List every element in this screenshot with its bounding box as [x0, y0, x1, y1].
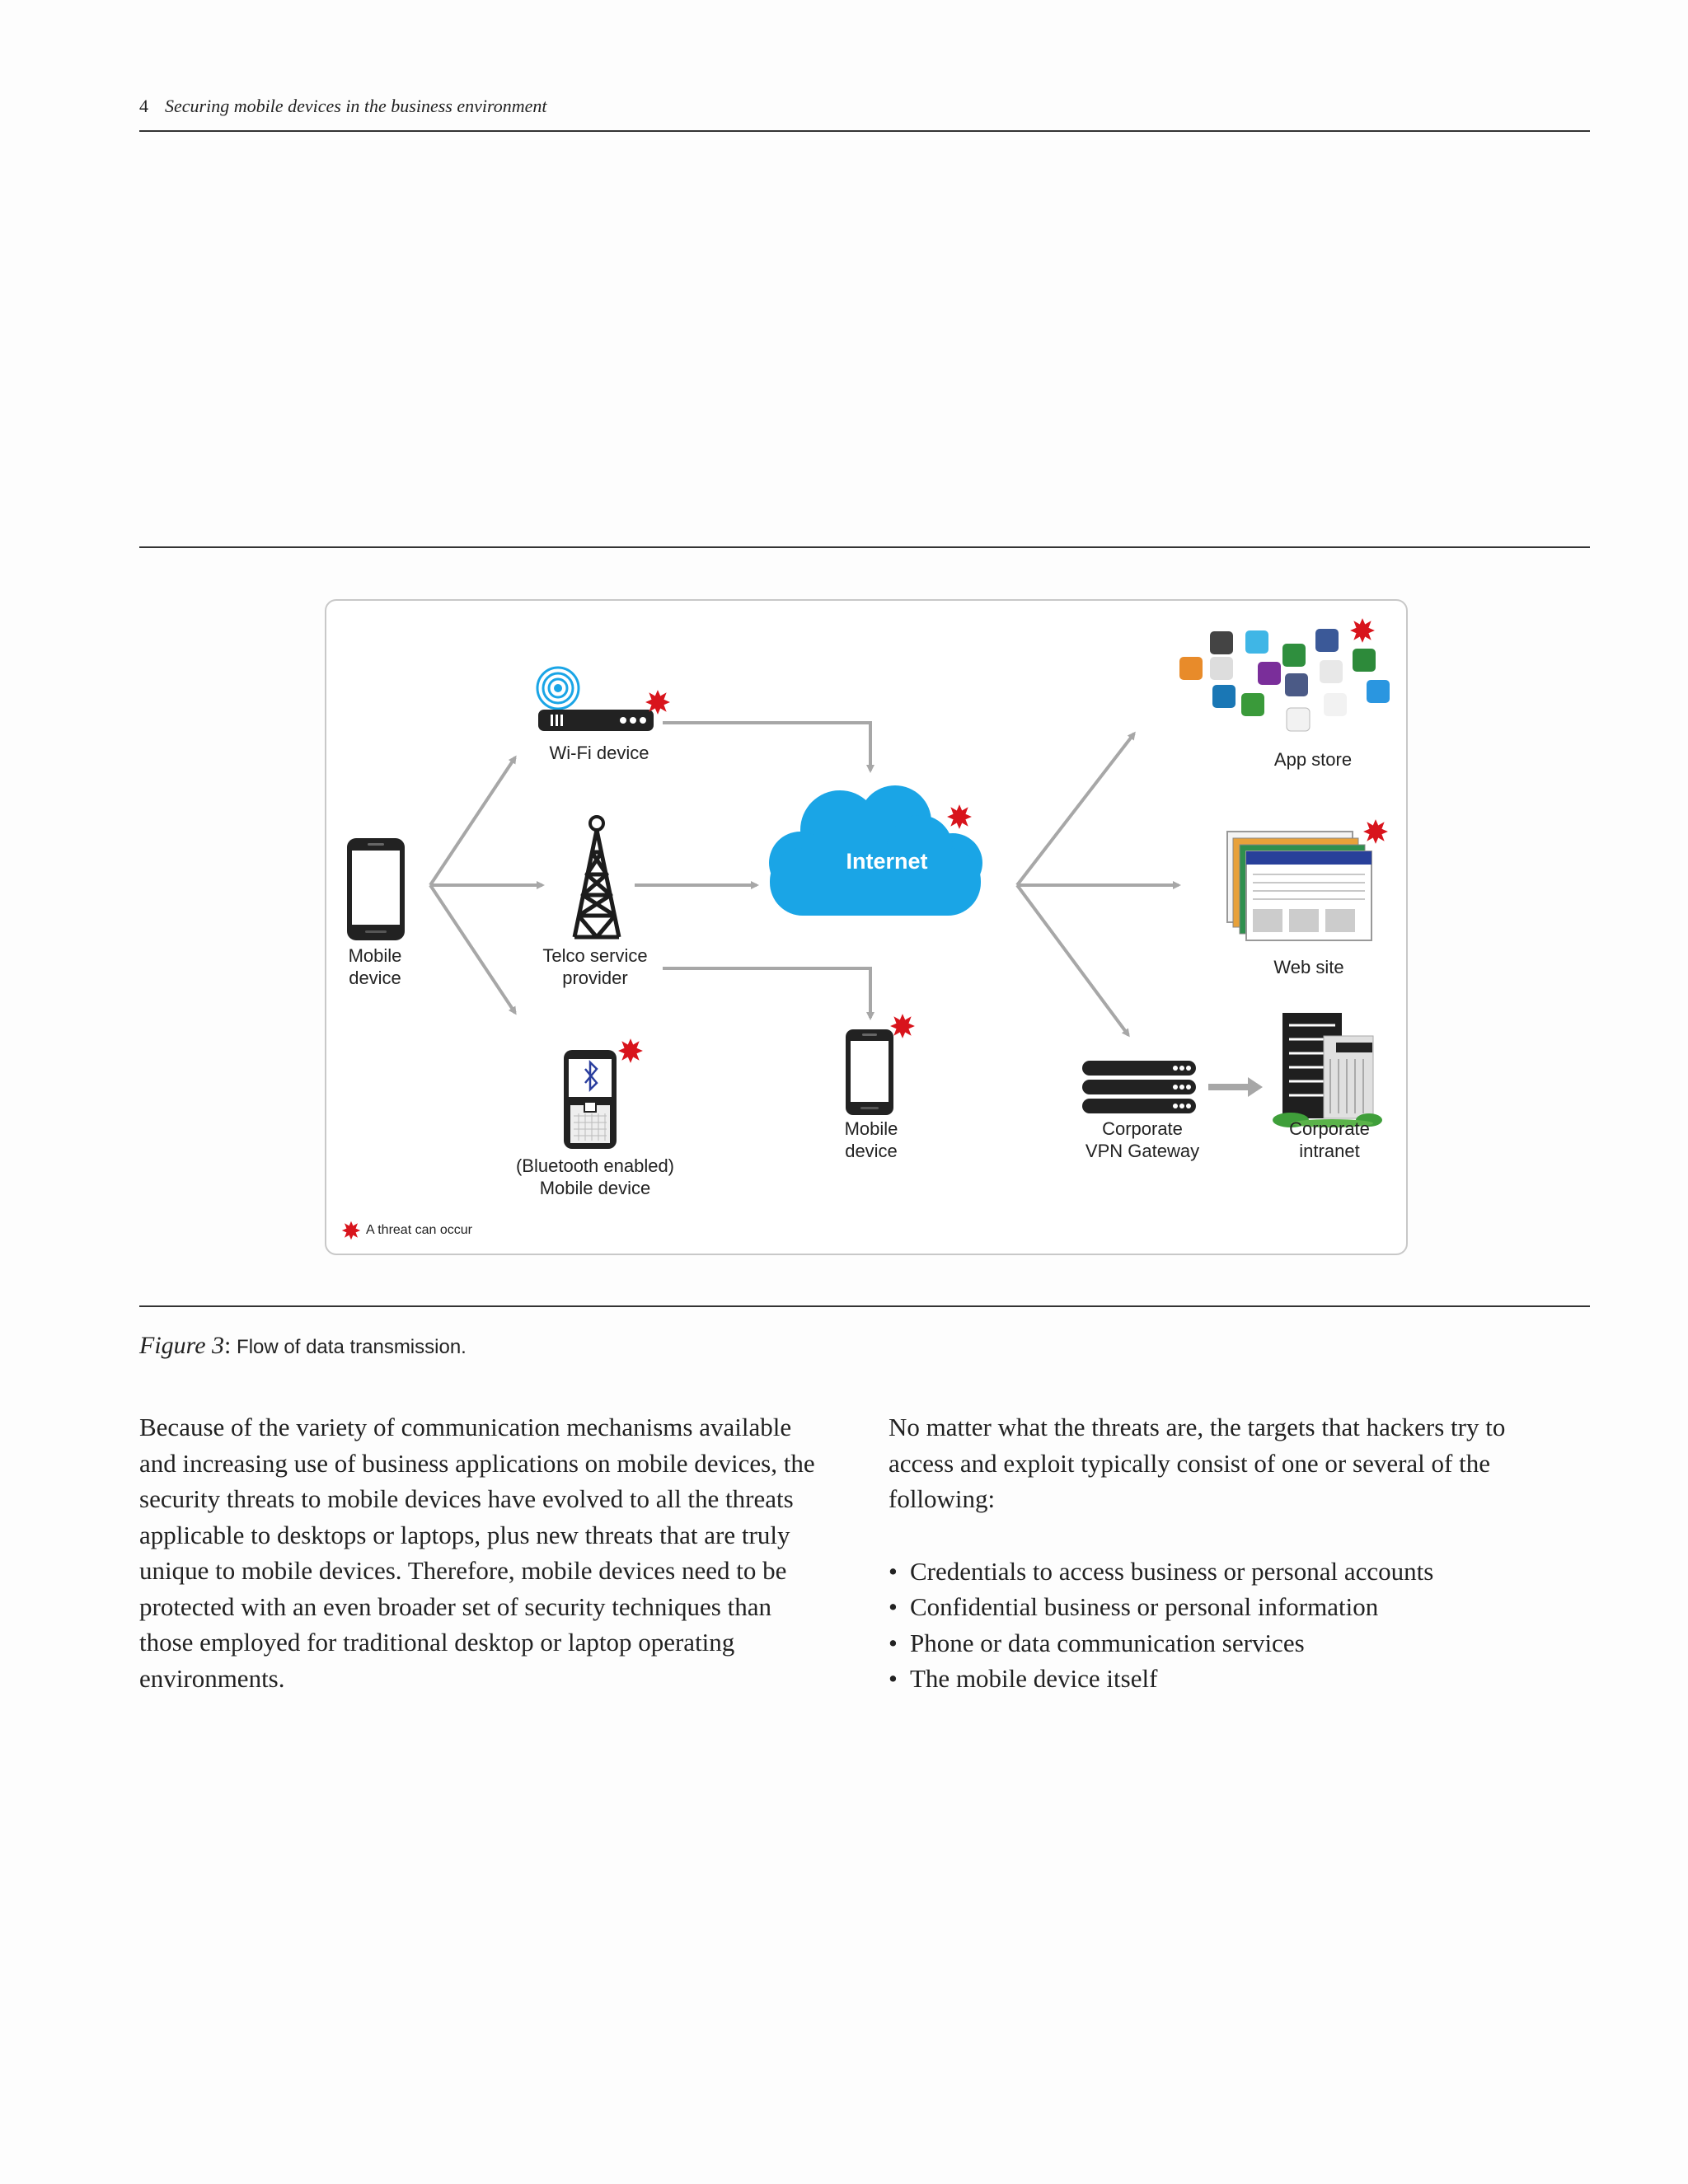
list-item: Credentials to access business or person…	[889, 1554, 1573, 1590]
diagram-legend: A threat can occur	[341, 1221, 472, 1240]
bluetooth-phone-icon	[564, 1050, 617, 1149]
running-title: Securing mobile devices in the business …	[165, 96, 547, 116]
body-paragraph: No matter what the threats are, the targ…	[889, 1409, 1573, 1517]
web-page-icon	[1227, 832, 1372, 940]
cell-tower-icon	[574, 817, 619, 937]
header-rule	[139, 130, 1590, 132]
page-number: 4	[139, 96, 148, 116]
wifi-router-icon	[537, 668, 654, 731]
label-bluetooth-mobile: (Bluetooth enabled)Mobile device	[516, 1155, 674, 1199]
body-paragraph: Because of the variety of communication …	[139, 1409, 823, 1696]
figure-top-rule	[139, 546, 1590, 548]
threat-burst-icon	[341, 1221, 361, 1240]
arrow-telco-to-mobile	[663, 968, 870, 1018]
label-app-store: App store	[1274, 748, 1352, 771]
list-item: The mobile device itself	[889, 1661, 1573, 1697]
app-icons-cluster	[1179, 629, 1390, 731]
legend-text: A threat can occur	[366, 1223, 472, 1237]
figure-bottom-rule	[139, 1305, 1590, 1307]
target-list: Credentials to access business or person…	[889, 1554, 1573, 1697]
threat-burst-icon	[618, 1038, 643, 1063]
right-column: No matter what the threats are, the targ…	[889, 1409, 1573, 1697]
figure-caption: Figure 3: Flow of data transmission.	[139, 1332, 467, 1360]
arrow-mobile-to-wifi	[430, 757, 515, 885]
threat-burst-icon	[947, 804, 972, 829]
arrow-internet-to-vpn	[1017, 885, 1128, 1035]
threat-burst-icon	[1350, 618, 1375, 643]
mobile-phone-icon	[347, 838, 405, 940]
threat-burst-icon	[1363, 819, 1388, 844]
list-item: Confidential business or personal inform…	[889, 1589, 1573, 1625]
server-stack-icon	[1082, 1061, 1196, 1113]
label-web-site: Web site	[1273, 956, 1343, 978]
label-wifi-device: Wi-Fi device	[549, 742, 649, 764]
caption-text: Flow of data transmission.	[231, 1336, 466, 1358]
list-item: Phone or data communication services	[889, 1625, 1573, 1661]
arrow-mobile-to-bluetooth	[430, 885, 515, 1013]
figure-label: Figure 3	[139, 1332, 224, 1359]
mobile-phone-icon	[846, 1029, 893, 1115]
corporate-building-icon	[1273, 1013, 1382, 1127]
running-header: 4 Securing mobile devices in the business…	[139, 96, 547, 117]
left-column: Because of the variety of communication …	[139, 1409, 823, 1696]
arrow-vpn-to-intranet-head	[1248, 1077, 1263, 1097]
arrow-internet-to-appstore	[1017, 733, 1134, 885]
label-internet: Internet	[846, 851, 927, 873]
threat-burst-icon	[890, 1014, 915, 1038]
arrow-wifi-to-internet	[663, 723, 870, 771]
